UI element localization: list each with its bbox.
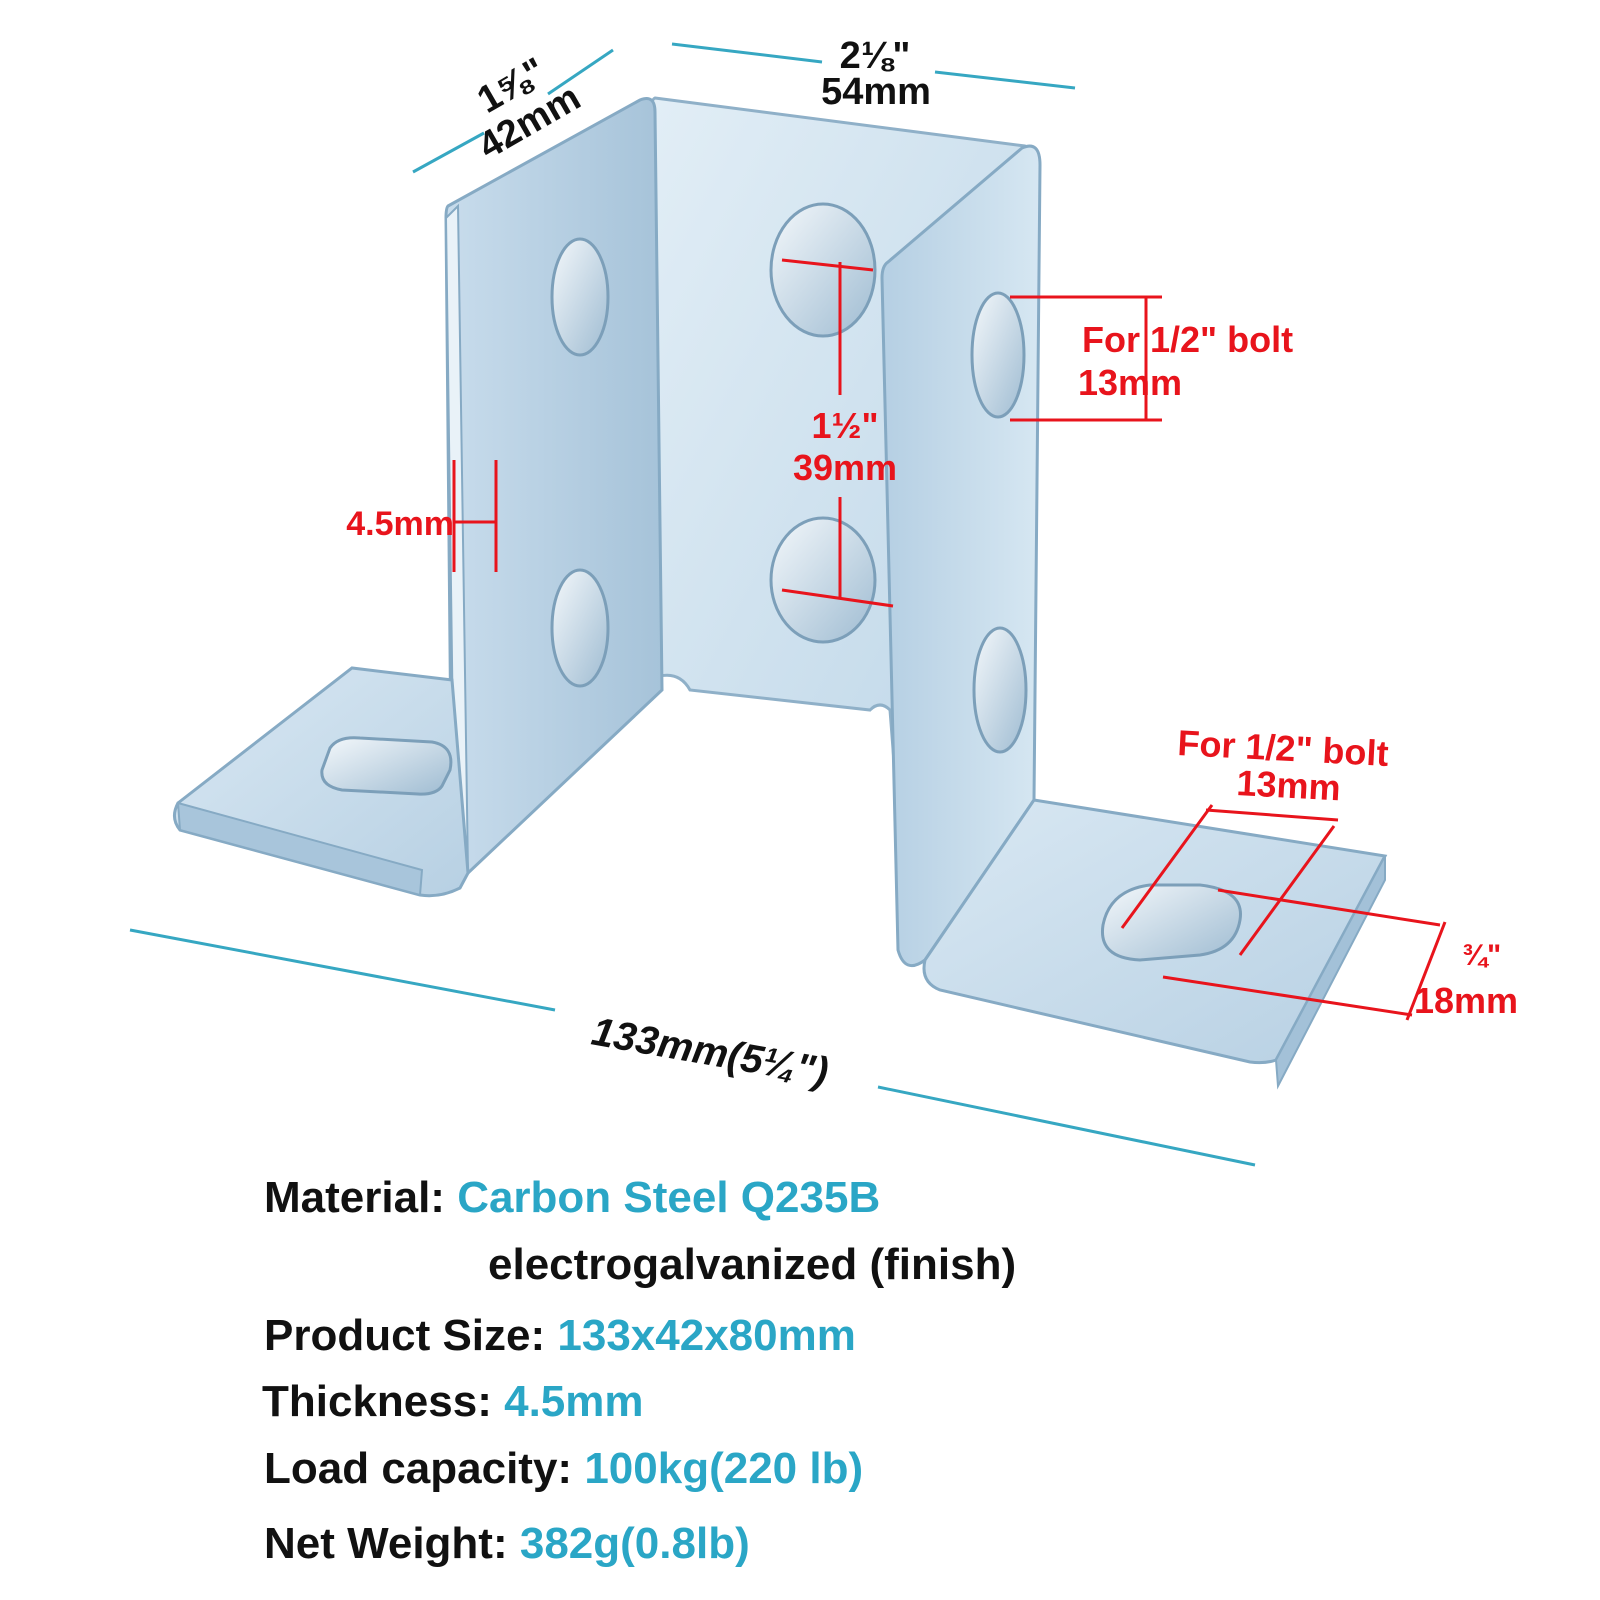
side-bolt-label: For 1/2" bolt <box>1082 319 1293 360</box>
side-bolt-mm: 13mm <box>1078 362 1182 403</box>
slot-bottom-line <box>1162 975 1413 1017</box>
right-foot-slot <box>1100 883 1242 962</box>
slot-in-label: ¾" <box>1462 939 1501 972</box>
width-in-label: 2⅛" <box>840 35 911 77</box>
length-label: 133mm(5¼") <box>588 1010 831 1095</box>
base-bolt-right-line <box>1238 825 1336 956</box>
base-bolt-left-line <box>1120 804 1214 929</box>
length-line-left <box>129 928 556 1012</box>
thickness-dim-label: 4.5mm <box>346 505 454 543</box>
bracket-left-wall <box>444 97 664 877</box>
slot-vert <box>1405 921 1447 1021</box>
left-wall-hole-upper <box>550 237 610 357</box>
back-hole-lower <box>769 516 877 644</box>
right-wall-hole-upper <box>970 291 1026 419</box>
red-dimension-lines <box>452 258 1447 1021</box>
spacing-bottom-line <box>781 588 894 608</box>
depth-line-right <box>547 48 614 96</box>
slot-mm-label: 18mm <box>1414 980 1518 1021</box>
left-foot-slot <box>320 736 453 796</box>
back-hole-upper <box>769 202 877 338</box>
dimension-labels: 1⅝" 42mm 2⅛" 54mm 133mm(5¼") 4.5mm 1½" 3… <box>346 35 1518 1094</box>
width-mm-label: 54mm <box>821 71 931 113</box>
length-line-right <box>877 1085 1256 1167</box>
width-line-left <box>671 42 823 64</box>
blue-dimension-lines <box>129 42 1256 1167</box>
base-bolt-connector <box>1205 808 1339 822</box>
base-bolt-mm: 13mm <box>1236 762 1342 808</box>
width-line-right <box>934 70 1076 90</box>
depth-line-left <box>412 131 485 174</box>
slot-top-line <box>1217 888 1441 927</box>
left-wall-hole-lower <box>550 568 610 688</box>
spacing-mm-label: 39mm <box>793 447 897 488</box>
bracket-body <box>173 96 1388 1090</box>
spacing-top-line <box>781 258 874 272</box>
bracket-left-foot-edge <box>176 801 424 897</box>
spacing-in-label: 1½" <box>811 405 878 446</box>
right-wall-hole-lower <box>972 626 1028 754</box>
